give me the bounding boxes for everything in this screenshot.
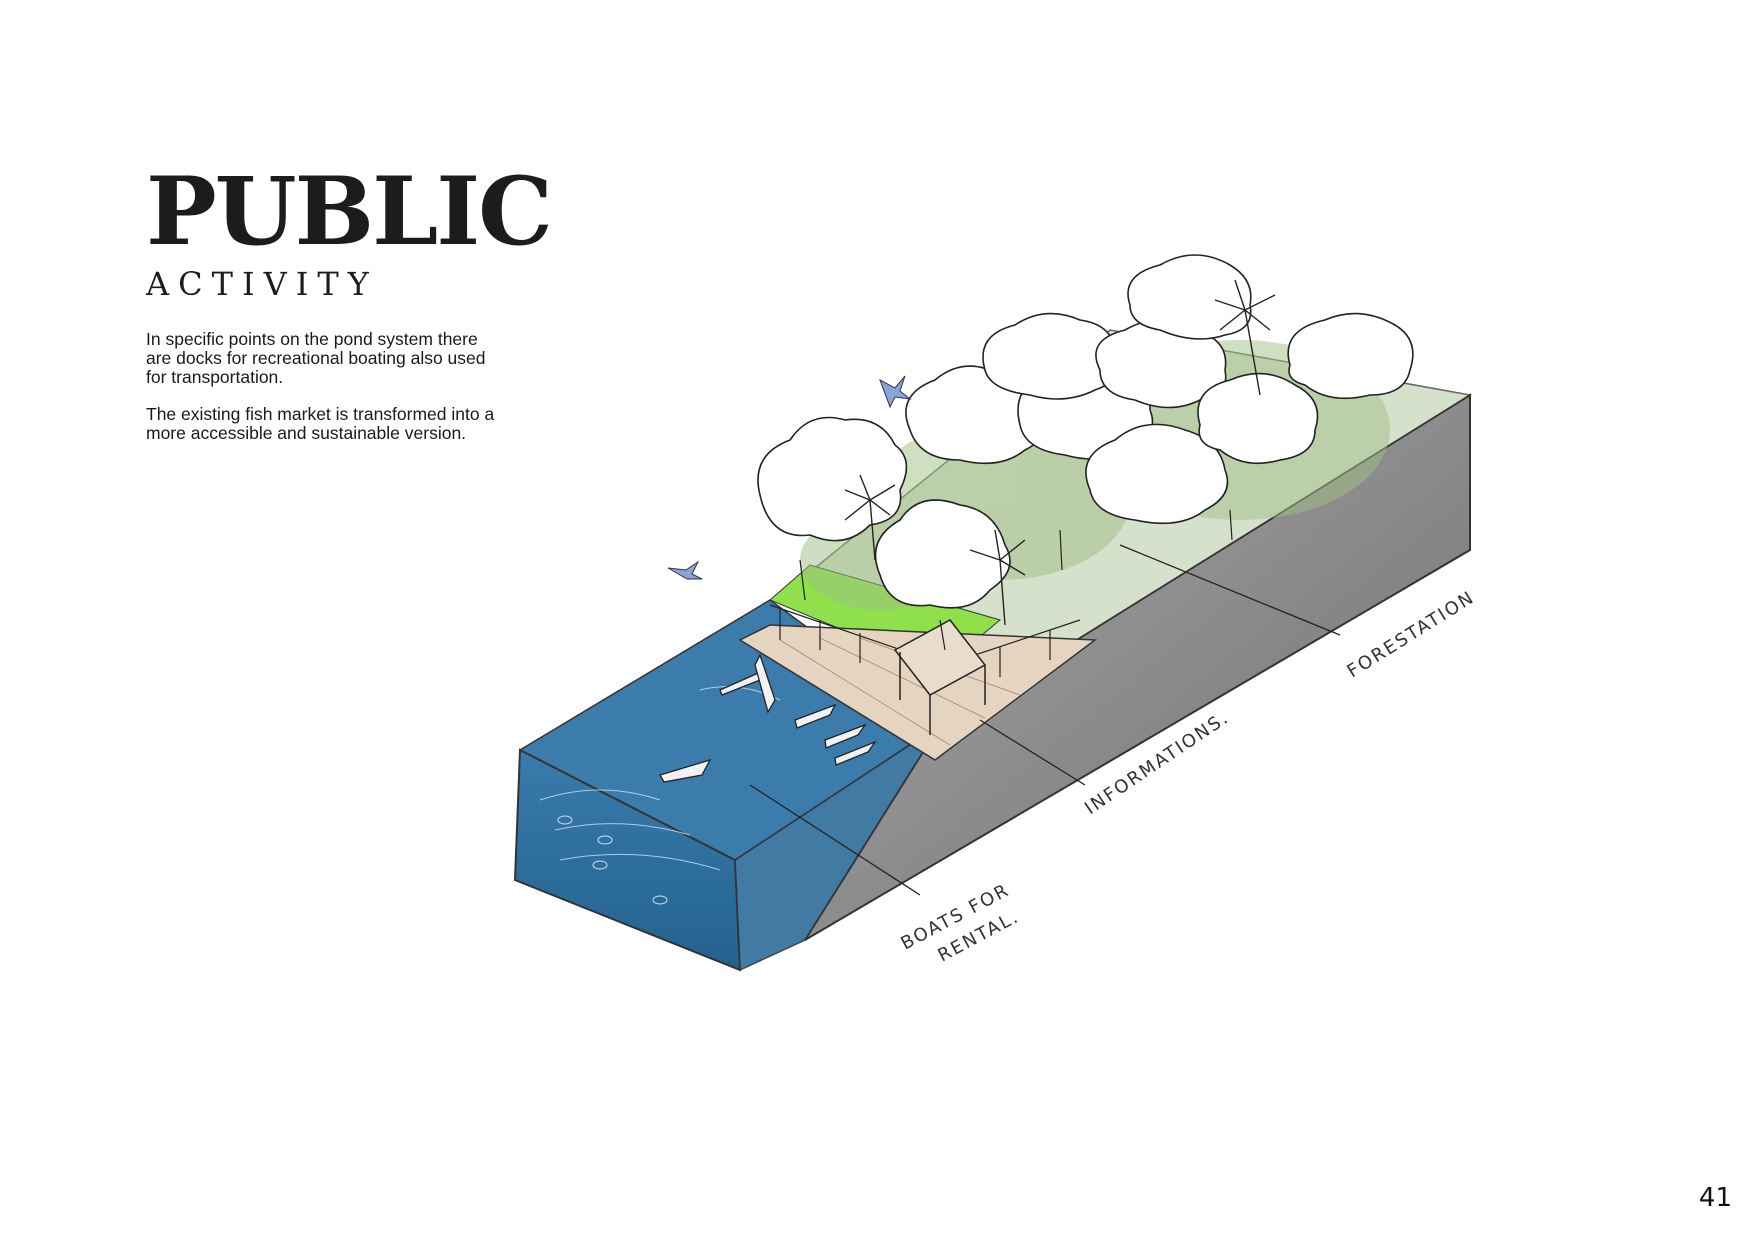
description-paragraph: In specific points on the pond system th… [146, 329, 486, 387]
tree-icon [757, 254, 1414, 609]
title-block: PUBLIC ACTIVITY [146, 157, 553, 303]
water-ripples [539, 686, 781, 871]
tree-trunks [799, 509, 1233, 651]
leader-lines [749, 544, 1341, 896]
info-pavilion-icon [893, 619, 987, 735]
bird-icon [667, 375, 912, 580]
page-title: PUBLIC [146, 157, 553, 267]
palm-tree-icon [844, 279, 1276, 626]
water-side [734, 724, 941, 972]
description: In specific points on the pond system th… [146, 330, 506, 461]
fish-icon [557, 815, 668, 905]
dock-boardwalk [738, 624, 1098, 761]
page-subtitle: ACTIVITY [146, 265, 378, 303]
page-number: 41 [1698, 1183, 1732, 1213]
description-paragraph: The existing fish market is transformed … [146, 404, 495, 443]
boat-icon [659, 653, 877, 783]
